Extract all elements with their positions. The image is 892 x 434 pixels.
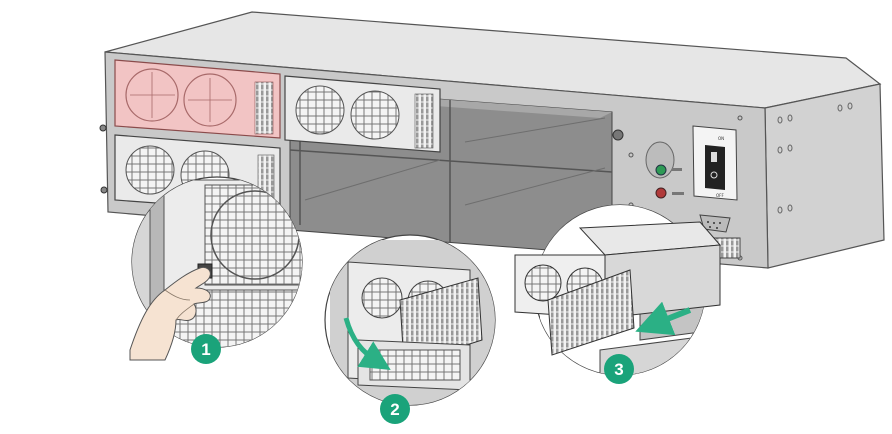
indicator-leds (645, 141, 684, 199)
arrow-icon (635, 301, 692, 336)
screw-icon (612, 129, 624, 141)
fan-grille-icon (125, 68, 179, 122)
fan-grille-icon (524, 264, 562, 302)
step-badge-2: 2 (380, 394, 410, 424)
step-badge-2-label: 2 (390, 400, 399, 419)
step-badge-1-label: 1 (201, 340, 210, 359)
open-latch-panel (547, 269, 635, 356)
zoom-callout-step-3 (514, 204, 722, 376)
switch-on-label: ON (718, 136, 724, 141)
step-badge-1: 1 (191, 334, 221, 364)
fan-grille-icon (361, 277, 403, 319)
screw-icon (100, 186, 108, 194)
led-red (655, 187, 667, 199)
power-switch-panel: ON OFF (692, 125, 738, 201)
fan-grille-icon (183, 73, 237, 127)
led-green (655, 164, 667, 176)
step-badge-3-label: 3 (614, 360, 623, 379)
extracted-power-module (514, 221, 722, 356)
fan-grille-icon (295, 85, 345, 135)
step-badge-3: 3 (604, 354, 634, 384)
zoom-callout-step-2 (324, 234, 496, 406)
fan-grille-icon (350, 90, 400, 140)
chassis-right-side (764, 83, 885, 269)
switch-off-label: OFF (716, 193, 724, 198)
power-switch-icon (705, 145, 725, 190)
side-vents (777, 102, 853, 214)
highlighted-power-module (114, 59, 281, 139)
arrow-icon (343, 317, 391, 370)
screw-icon (99, 124, 107, 132)
fan-grille-icon (125, 145, 175, 195)
power-module-top-middle (284, 75, 441, 153)
hand-icon (129, 267, 211, 361)
